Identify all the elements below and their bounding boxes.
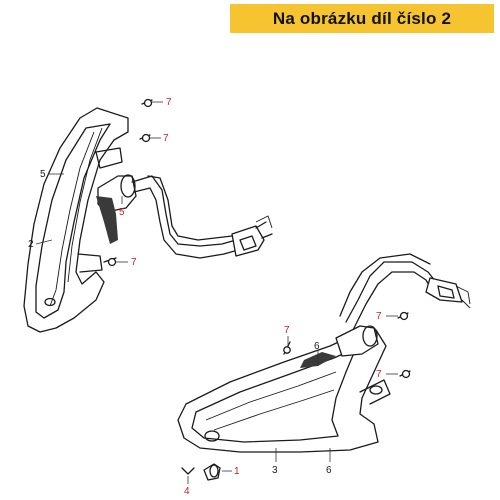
- right-connector: [425, 277, 463, 303]
- part-number-banner: Na obrázku díl číslo 2: [230, 4, 494, 33]
- callout-6-top: 6: [314, 341, 320, 352]
- left-lamp-housing: [23, 107, 129, 333]
- bulb-part: [203, 463, 232, 481]
- left-connector: [231, 225, 265, 257]
- callout-7-left-bottom: 7: [131, 257, 137, 268]
- left-lamp-lens: [35, 123, 111, 319]
- right-screw-top: [386, 311, 409, 321]
- left-screw-top: [141, 98, 163, 108]
- callout-7-left-top: 7: [166, 97, 172, 108]
- callout-6-bottom: 6: [326, 465, 332, 476]
- right-screw-left: [283, 336, 291, 355]
- right-lamp-mount-hole: [204, 430, 220, 442]
- right-screw-bottom: [386, 369, 411, 379]
- right-lamp-lens: [191, 347, 357, 443]
- left-wire-harness: [131, 175, 237, 247]
- callout-5-left: 5: [40, 169, 46, 180]
- right-bulb-socket: [335, 325, 379, 357]
- callout-7-right-bottom: 7: [376, 369, 382, 380]
- callout-7-right-top: 7: [376, 311, 382, 322]
- left-screw-mid: [139, 133, 161, 143]
- callout-3: 3: [272, 465, 278, 476]
- right-lamp-assembly: [177, 253, 471, 453]
- callout-5-mid: 5: [119, 207, 125, 218]
- left-lamp-assembly: [23, 107, 273, 333]
- bulb-clip-part: [181, 467, 195, 484]
- left-lamp-mount-hole: [44, 297, 56, 307]
- callout-4: 4: [184, 486, 190, 497]
- callout-7-left-mid: 7: [163, 133, 169, 144]
- callout-2: 2: [28, 239, 34, 250]
- right-wire-harness: [345, 261, 437, 323]
- callout-7-right-left: 7: [284, 325, 290, 336]
- left-screw-bottom: [103, 257, 128, 267]
- callout-1: 1: [234, 466, 240, 477]
